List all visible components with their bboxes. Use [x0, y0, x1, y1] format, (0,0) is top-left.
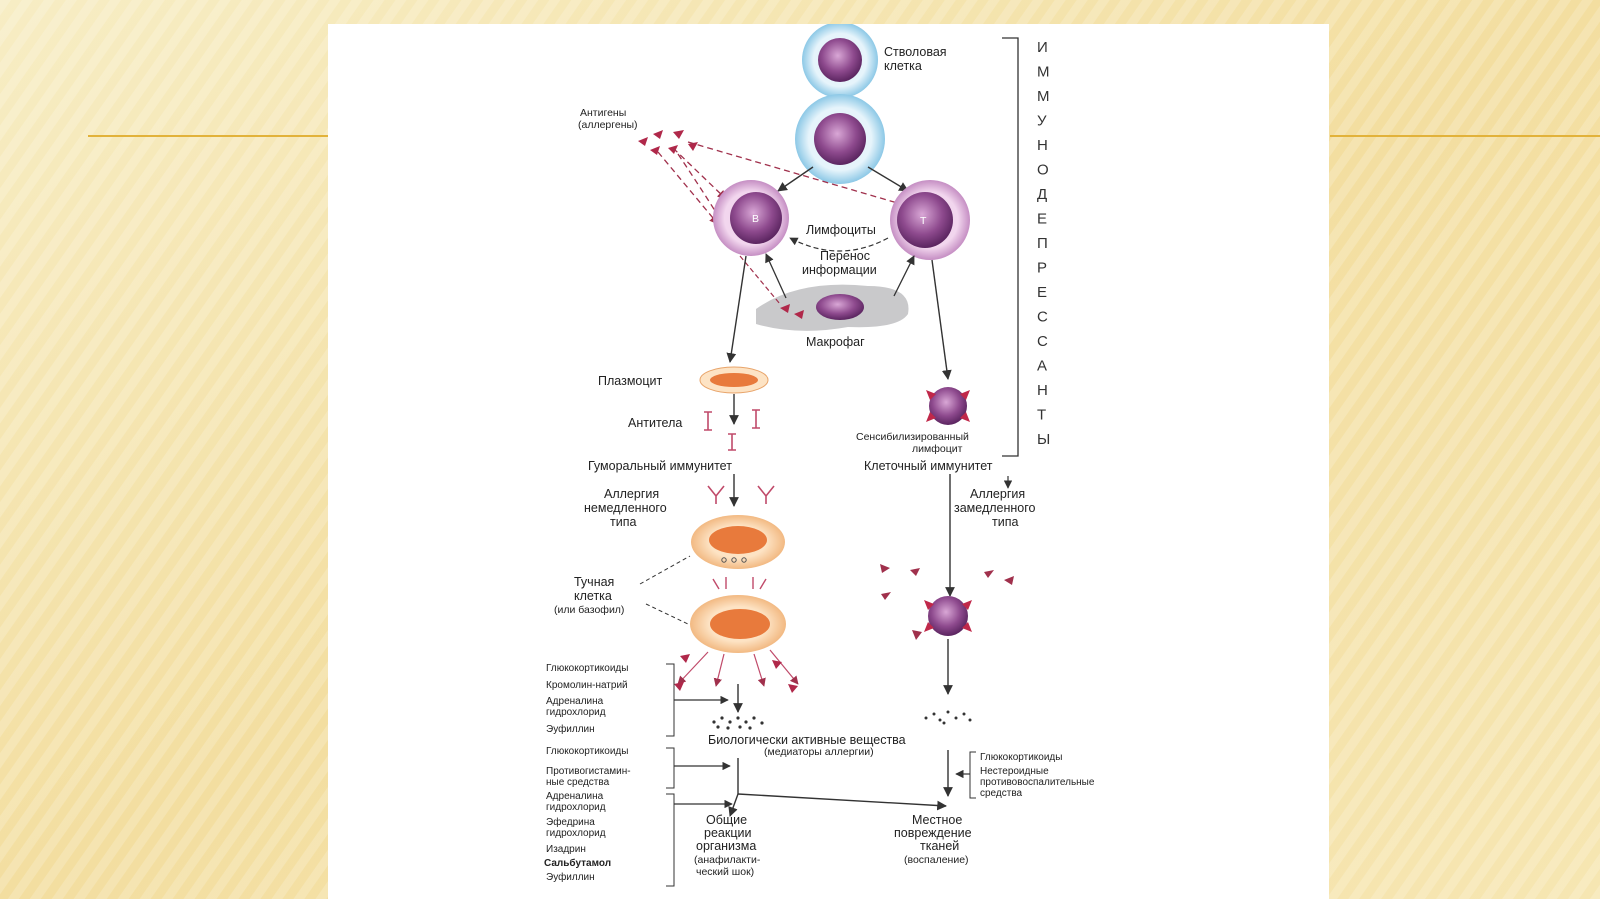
info-transfer-label-2: информации: [802, 263, 877, 277]
macrophage: [756, 284, 909, 331]
drug-g1-3: гидрохлорид: [546, 707, 606, 718]
drug-g1-4: Эуфиллин: [546, 723, 595, 735]
mast-cell-label-2: клетка: [574, 589, 612, 603]
general-reactions-3: организма: [696, 839, 756, 853]
macrophage-label: Макрофаг: [806, 335, 865, 349]
t-lymphocyte: [890, 180, 970, 260]
immediate-allergy-label-1: Аллергия: [604, 487, 659, 501]
mast-cell-1: [691, 515, 785, 569]
diagram-panel: Стволовая клетка Антигены (аллергены) B …: [328, 24, 1329, 899]
general-reactions-2: реакции: [704, 826, 751, 840]
general-reactions-1: Общие: [706, 813, 747, 827]
immune-response-diagram: Стволовая клетка Антигены (аллергены) B …: [544, 24, 1095, 887]
immunosuppressants-bracket: [1002, 37, 1019, 457]
local-damage-4: (воспаление): [904, 854, 969, 866]
immunosuppressants-letter: Е: [1037, 284, 1047, 301]
t-cell-letter: T: [920, 215, 927, 227]
bio-active-label-1: Биологически активные вещества: [708, 733, 906, 747]
immunosuppressants-letter: А: [1037, 358, 1047, 375]
antibodies-label: Антитела: [628, 416, 682, 430]
humoral-immunity-label: Гуморальный иммунитет: [588, 459, 732, 473]
drug-g2-2: ные средства: [546, 777, 610, 788]
mediator-release-arrows: [677, 649, 799, 687]
activated-lymphocyte: [924, 596, 972, 636]
delayed-allergy-label-2: замедленного: [954, 501, 1036, 515]
sensitized-label-2: лимфоцит: [912, 443, 963, 455]
bio-active-label-2: (медиаторы аллергии): [764, 746, 874, 758]
immunosuppressants-letter: П: [1037, 235, 1048, 252]
immunosuppressants-letter: Р: [1037, 260, 1047, 277]
mast-cell-label-3: (или базофил): [554, 604, 624, 616]
mast-cell-label-1: Тучная: [574, 575, 614, 589]
drug-g3-1: гидрохлорид: [546, 802, 606, 813]
b-cell-letter: B: [752, 213, 759, 225]
drug-g1-0: Глюкокортикоиды: [546, 663, 628, 674]
drug-right-1: Нестероидные: [980, 766, 1049, 777]
immunosuppressants-letter: О: [1037, 162, 1049, 179]
accent-line-left: [88, 135, 328, 137]
local-damage-2: повреждение: [894, 826, 972, 840]
drug-g3-5: Сальбутамол: [544, 857, 611, 869]
local-damage-1: Местное: [912, 813, 962, 827]
drug-g3-3: гидрохлорид: [546, 828, 606, 839]
local-damage-3: тканей: [920, 839, 959, 853]
drug-g3-0: Адреналина: [546, 791, 604, 802]
drug-right-2: противовоспалительные: [980, 777, 1095, 788]
mediator-dots-left: [712, 716, 764, 730]
drug-g3-4: Изадрин: [546, 844, 586, 855]
sensitized-label-1: Сенсибилизированный: [856, 431, 969, 443]
antigens-label-1: Антигены: [580, 107, 626, 119]
mast-cell-antibodies: [712, 577, 767, 590]
immunosuppressants-letter: И: [1037, 39, 1048, 56]
drug-right-3: средства: [980, 788, 1023, 799]
general-reactions-5: ческий шок): [696, 866, 754, 878]
progenitor-cell: [795, 94, 885, 184]
stem-cell: [802, 24, 878, 98]
antigens-label-2: (аллергены): [578, 119, 638, 131]
drug-g2-1: Противогистамин-: [546, 766, 631, 777]
immunosuppressants-letter: Ы: [1037, 431, 1050, 448]
immunosuppressants-letter: М: [1037, 64, 1050, 81]
stem-cell-label-1: Стволовая: [884, 45, 947, 59]
accent-line-right: [1330, 135, 1600, 137]
immediate-allergy-label-2: немедленного: [584, 501, 667, 515]
mediator-dots-right: [924, 710, 972, 725]
stem-cell-label-2: клетка: [884, 59, 922, 73]
b-lymphocyte: [713, 180, 789, 256]
delayed-allergy-label-1: Аллергия: [970, 487, 1025, 501]
drug-g3-2: Эфедрина: [546, 816, 595, 828]
lymphocytes-label: Лимфоциты: [806, 223, 876, 237]
sensitized-lymphocyte: [926, 387, 970, 425]
plasmocyte-cell: [699, 366, 769, 394]
immunosuppressants-letter: Е: [1037, 211, 1047, 228]
drug-g3-6: Эуфиллин: [546, 871, 595, 883]
antigens-near-mast: [674, 654, 798, 693]
immunosuppressants-letter: М: [1037, 88, 1050, 105]
antibody-icons-2: [707, 485, 775, 504]
drug-right-0: Глюкокортикоиды: [980, 752, 1062, 763]
general-reactions-4: (анафилакти-: [694, 854, 761, 866]
drug-g1-1: Кромолин-натрий: [546, 680, 628, 691]
plasmocyte-label: Плазмоцит: [598, 374, 663, 388]
drug-g2-0: Глюкокортикоиды: [546, 746, 628, 757]
antibody-icons: [704, 409, 760, 451]
cellular-immunity-label: Клеточный иммунитет: [864, 459, 993, 473]
immunosuppressants-letter: С: [1037, 333, 1048, 350]
mast-cell-2: [690, 595, 786, 653]
immediate-allergy-label-3: типа: [610, 515, 636, 529]
immunosuppressants-letter: У: [1037, 113, 1047, 130]
antigen-triangles: [638, 130, 698, 155]
immunosuppressants-letter: Д: [1037, 186, 1047, 203]
delayed-allergy-label-3: типа: [992, 515, 1018, 529]
immunosuppressants-letter: Н: [1037, 137, 1048, 154]
info-transfer-label-1: Перенос: [820, 249, 870, 263]
drug-g1-2: Адреналина: [546, 696, 604, 707]
immunosuppressants-letter: Н: [1037, 382, 1048, 399]
immunosuppressants-letter: С: [1037, 309, 1048, 326]
immunosuppressants-letter: Т: [1037, 407, 1046, 424]
